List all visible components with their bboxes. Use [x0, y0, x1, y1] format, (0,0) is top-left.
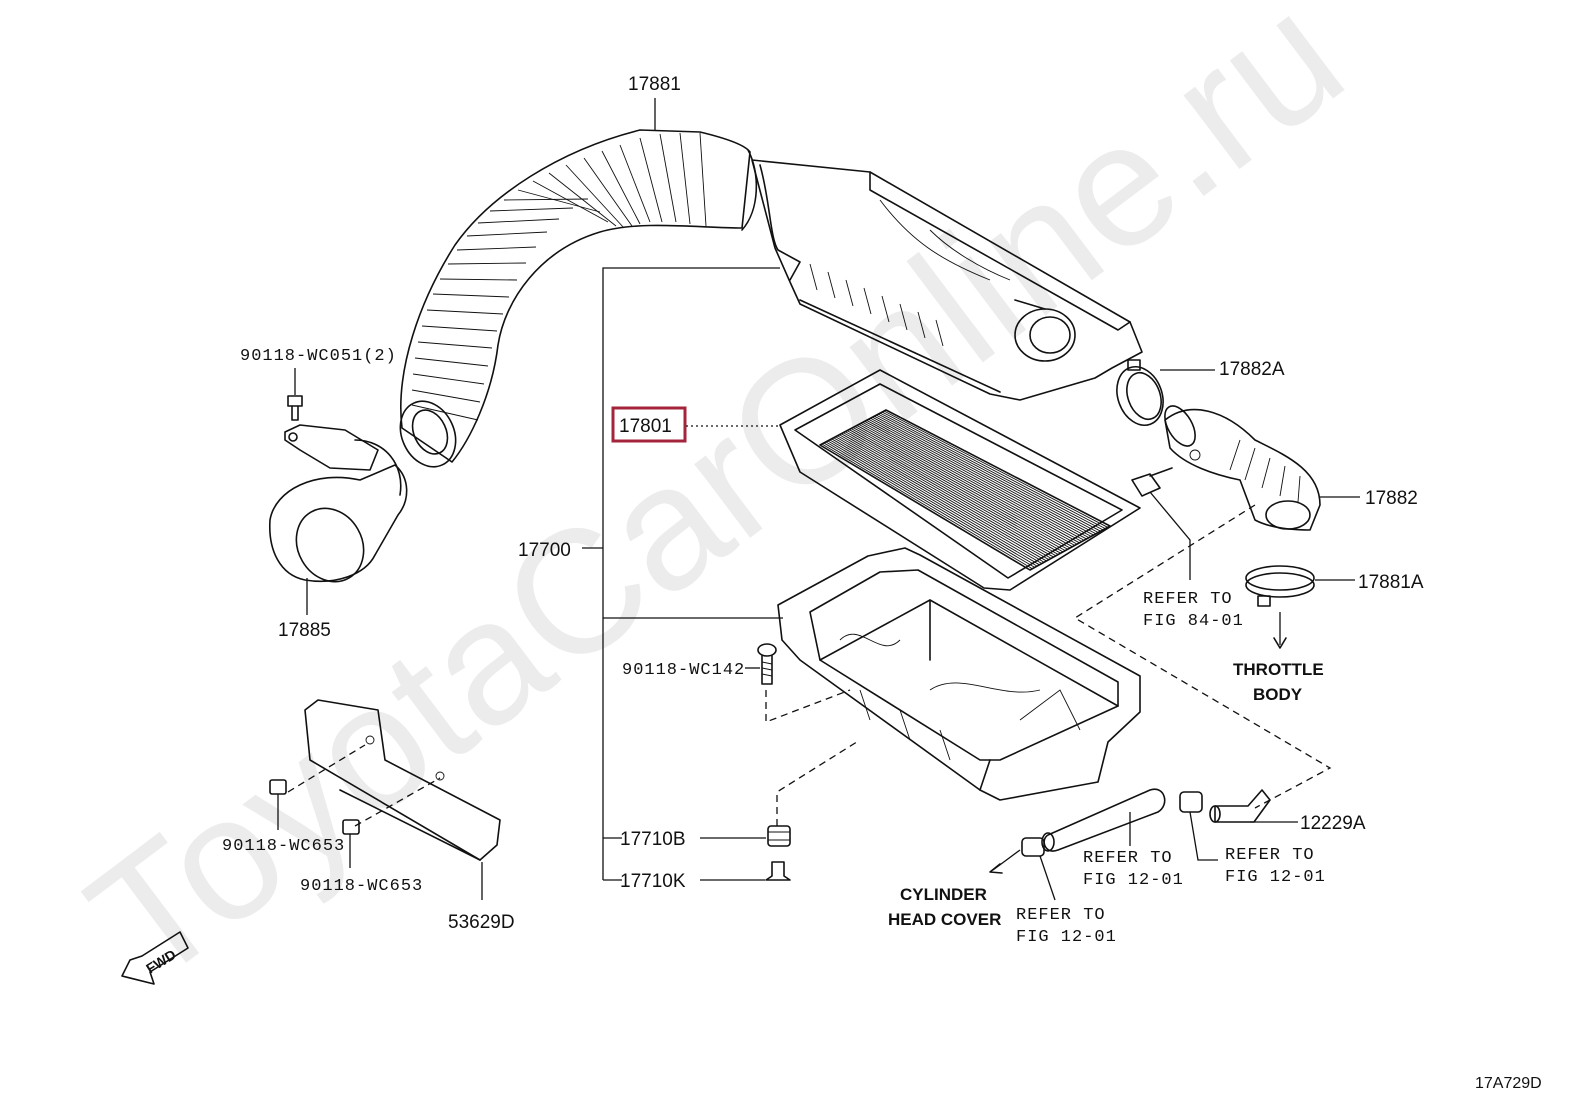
filter-element-17801 [779, 369, 1141, 591]
intake-hose-17881 [399, 98, 758, 468]
filter-pleat [841, 433, 1057, 557]
label-53629d: 53629D [448, 912, 515, 933]
label-17700: 17700 [518, 540, 571, 561]
part-highlight-17801 [611, 406, 687, 443]
dest-cyl-line2: HEAD COVER [888, 910, 1001, 929]
filter-pleat [843, 432, 1059, 555]
filter-pleat [866, 419, 1087, 540]
filter-pleat [854, 426, 1073, 548]
label-12229a: 12229A [1300, 813, 1366, 834]
label-17710b: 17710B [620, 829, 686, 850]
label-90118-wc051: 90118-WC051(2) [240, 347, 397, 366]
clamp-17882a [1116, 359, 1215, 426]
watermark: ToyotaCarOnline.ru [56, 0, 1377, 1020]
filter-pleat [833, 437, 1047, 562]
filter-pleat [821, 443, 1033, 570]
sensor-plug [1131, 467, 1191, 580]
filter-pleat [846, 430, 1064, 553]
filter-pleat [845, 431, 1061, 554]
label-17801: 17801 [619, 416, 672, 437]
filter-pleat [848, 429, 1066, 551]
bolt-90118-wc051 [287, 368, 303, 421]
grommet-17710b [700, 739, 861, 847]
union-12229a [1209, 789, 1298, 823]
pcv-clamp-left [989, 837, 1056, 901]
filter-pleat [878, 413, 1101, 532]
filter-pleat [876, 414, 1099, 533]
ref-fig12c-line2: FIG 12-01 [1016, 928, 1117, 947]
bolt-90118-wc653-a [269, 779, 287, 830]
air-cleaner-cap [751, 159, 1143, 401]
filter-pleat [837, 435, 1052, 559]
filter-pleat [879, 412, 1104, 531]
label-17881a: 17881A [1358, 572, 1424, 593]
filter-pleat [868, 418, 1090, 539]
filter-pleat [829, 439, 1042, 564]
filter-pleat [872, 416, 1094, 536]
filter-pleat [862, 421, 1082, 542]
filter-pleat [823, 442, 1035, 568]
filter-pleat [825, 441, 1038, 567]
air-cleaner-case [777, 547, 1141, 801]
filter-pleat [852, 427, 1071, 549]
ref-fig12b-line1: REFER TO [1225, 846, 1315, 865]
ref-fig12a-line2: FIG 12-01 [1083, 871, 1184, 890]
dest-cyl-line1: CYLINDER [900, 885, 987, 904]
label-17882: 17882 [1365, 488, 1418, 509]
dest-throttle-line2: BODY [1253, 685, 1303, 704]
filter-pleat [839, 434, 1054, 558]
diagram-code: 17A729D [1475, 1075, 1542, 1092]
ref-fig84-line2: FIG 84-01 [1143, 612, 1244, 631]
pcv-hose [1041, 788, 1166, 852]
filter-pleat [835, 436, 1050, 561]
bolt-90118-wc653-b [342, 819, 360, 868]
filter-pleat [856, 425, 1075, 546]
label-17881: 17881 [628, 74, 681, 95]
filter-pleat [850, 428, 1068, 550]
label-90118-wc653-a: 90118-WC653 [222, 837, 345, 856]
filter-pleat [860, 422, 1080, 544]
dashed-route-a [1073, 504, 1332, 809]
filter-pleat [858, 424, 1078, 545]
hose-17882 [1164, 405, 1360, 531]
filter-pleat [827, 440, 1040, 566]
ref-fig12a-line1: REFER TO [1083, 849, 1173, 868]
label-17882a: 17882A [1219, 359, 1285, 380]
collar-17710k [700, 861, 791, 881]
label-17710k: 17710K [620, 871, 686, 892]
filter-pleat [881, 411, 1106, 529]
filter-pleat [870, 417, 1092, 537]
label-17885: 17885 [278, 620, 331, 641]
ref-fig12b-line2: FIG 12-01 [1225, 868, 1326, 887]
ref-fig12c-line1: REFER TO [1016, 906, 1106, 925]
leader-17700 [582, 267, 783, 881]
filter-pleat [883, 410, 1108, 528]
shield-53629d [287, 699, 501, 900]
pcv-clamp-right [1179, 791, 1218, 861]
dest-throttle-line1: THROTTLE [1233, 660, 1324, 679]
clamp-17881a [1245, 565, 1355, 649]
ref-fig84-line1: REFER TO [1143, 590, 1233, 609]
label-90118-wc142: 90118-WC142 [622, 661, 745, 680]
filter-pleat [874, 415, 1097, 535]
intake-inlet-17885 [269, 424, 408, 615]
label-90118-wc653-b: 90118-WC653 [300, 877, 423, 896]
filter-pleat [831, 438, 1045, 563]
screw-90118-wc142 [745, 643, 851, 723]
filter-pleat [864, 420, 1085, 541]
